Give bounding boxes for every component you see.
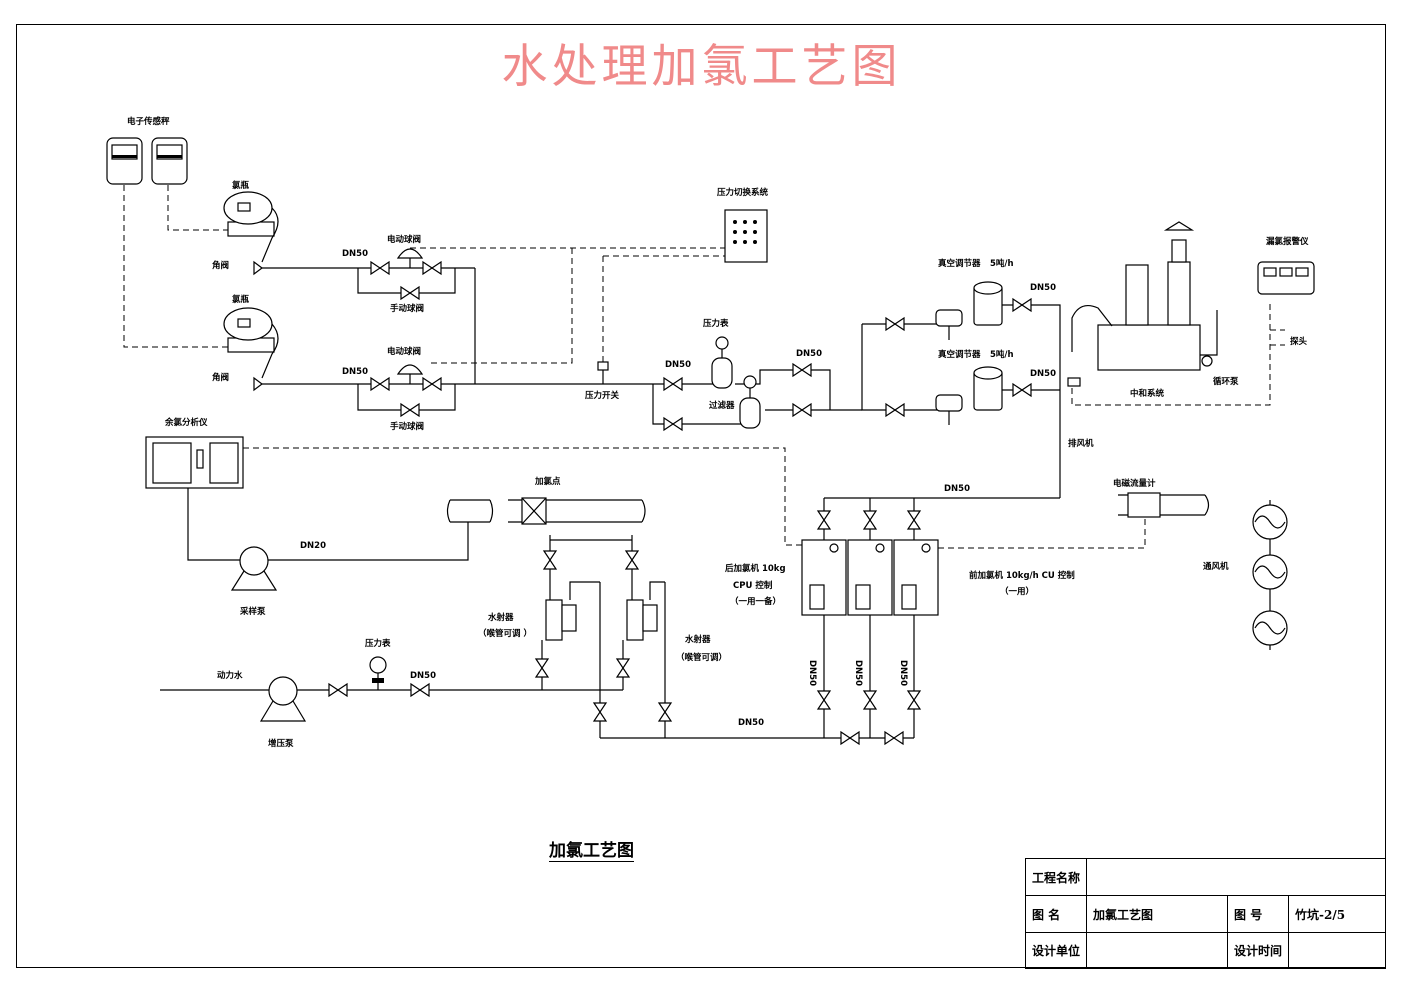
svg-text:真空调节器: 真空调节器 [938,258,981,269]
svg-text:5吨/h: 5吨/h [990,349,1014,360]
svg-text:角阀: 角阀 [212,260,229,271]
residual-analyzer-icon [145,436,244,489]
svg-text:DN50: DN50 [342,367,368,377]
svg-text:DN50: DN50 [807,660,817,686]
pressure-switch [597,361,609,371]
filter-icon [711,336,761,429]
svg-text:氯瓶: 氯瓶 [232,180,250,191]
vacuum-regulator-icon [935,281,1003,425]
electromagnetic-flowmeter [1127,492,1161,518]
svg-text:水射器: 水射器 [684,634,711,645]
pressure-gauge-icon [369,656,387,690]
svg-text:后加氯机 10kg: 后加氯机 10kg [725,563,786,574]
project-name-value [1086,858,1386,896]
pressure-switch-system [724,209,768,263]
svg-text:手动球阀: 手动球阀 [390,421,424,432]
svg-text:电子传感秤: 电子传感秤 [127,116,170,127]
svg-text:DN50: DN50 [898,660,908,686]
svg-text:压力开关: 压力开关 [585,390,620,401]
title-block: 工程名称 图 名 加氯工艺图 图 号 竹坑-2/5 设计单位 设计时间 [1024,858,1386,969]
dosing-pipes [446,492,1210,525]
fan-icon [1252,500,1288,650]
svg-text:前加氯机 10kg/h CU 控制: 前加氯机 10kg/h CU 控制 [969,570,1075,581]
drawing-frame [16,24,1386,968]
project-name-label: 工程名称 [1024,858,1088,896]
drawing-title: 水处理加氯工艺图 [501,39,902,93]
svg-text:动力水: 动力水 [217,670,243,681]
design-unit-value [1086,932,1229,969]
svg-text:压力切换系统: 压力切换系统 [717,187,769,198]
chlorine-cylinder-icon [223,191,279,392]
svg-text:（一用）: （一用） [1000,586,1034,597]
signal-lines [123,185,1285,549]
svg-text:DN50: DN50 [1030,369,1056,379]
svg-text:（喉管可调）: （喉管可调） [676,652,727,663]
leak-alarm-icon [1257,261,1315,295]
drawing-name-label: 图 名 [1024,895,1088,933]
svg-text:通风机: 通风机 [1203,561,1229,572]
svg-text:DN20: DN20 [300,541,326,551]
svg-text:循环泵: 循环泵 [1213,376,1239,387]
svg-text:DN50: DN50 [342,249,368,259]
svg-text:DN50: DN50 [944,484,970,494]
svg-text:加氯点: 加氯点 [534,476,561,487]
design-date-value [1288,932,1386,969]
diagram-labels: 电子传感秤 氯瓶 氯瓶 角阀 角阀 DN50 DN50 电动球阀 电动球阀 手动… [127,116,1309,749]
svg-text:DN50: DN50 [410,671,436,681]
svg-text:DN50: DN50 [796,349,822,359]
svg-text:（一用一备）: （一用一备） [730,596,781,607]
svg-text:CPU 控制: CPU 控制 [733,580,773,591]
neutralization-system-icon [1067,221,1213,387]
svg-text:过滤器: 过滤器 [709,400,735,411]
svg-text:手动球阀: 手动球阀 [390,303,424,314]
svg-text:电动球阀: 电动球阀 [387,346,421,357]
drawing-name-value: 加氯工艺图 [1086,895,1229,933]
svg-text:排风机: 排风机 [1068,438,1094,449]
svg-text:中和系统: 中和系统 [1130,388,1165,399]
design-date-label: 设计时间 [1227,932,1290,969]
svg-text:漏氯报警仪: 漏氯报警仪 [1266,236,1309,247]
svg-text:水射器: 水射器 [487,612,514,623]
svg-text:余氯分析仪: 余氯分析仪 [164,417,208,428]
svg-text:角阀: 角阀 [212,372,229,383]
design-unit-label: 设计单位 [1024,932,1088,969]
svg-text:DN50: DN50 [1030,283,1056,293]
svg-text:5吨/h: 5吨/h [990,258,1014,269]
pump-icon [230,546,307,722]
svg-text:（喉管可调 ）: （喉管可调 ） [478,628,532,639]
svg-text:DN50: DN50 [665,360,691,370]
electric-ball-valve-icon [396,248,424,384]
drawing-number-value: 竹坑-2/5 [1288,895,1386,933]
svg-text:DN50: DN50 [853,660,863,686]
ejector-icon [545,599,658,641]
svg-text:探头: 探头 [1290,336,1308,347]
svg-text:电动球阀: 电动球阀 [387,234,421,245]
svg-text:压力表: 压力表 [703,318,729,329]
svg-text:压力表: 压力表 [365,638,391,649]
process-piping [160,267,1218,739]
chlorinator-icon [801,539,939,616]
drawing-caption: 加氯工艺图 [549,836,634,862]
electronic-scale-icon [106,137,188,185]
svg-text:氯瓶: 氯瓶 [232,294,250,305]
svg-text:电磁流量计: 电磁流量计 [1113,478,1156,489]
svg-text:采样泵: 采样泵 [239,606,266,617]
svg-text:DN50: DN50 [738,718,764,728]
drawing-number-label: 图 号 [1227,895,1290,933]
svg-text:增压泵: 增压泵 [268,738,294,749]
svg-text:真空调节器: 真空调节器 [938,349,981,360]
